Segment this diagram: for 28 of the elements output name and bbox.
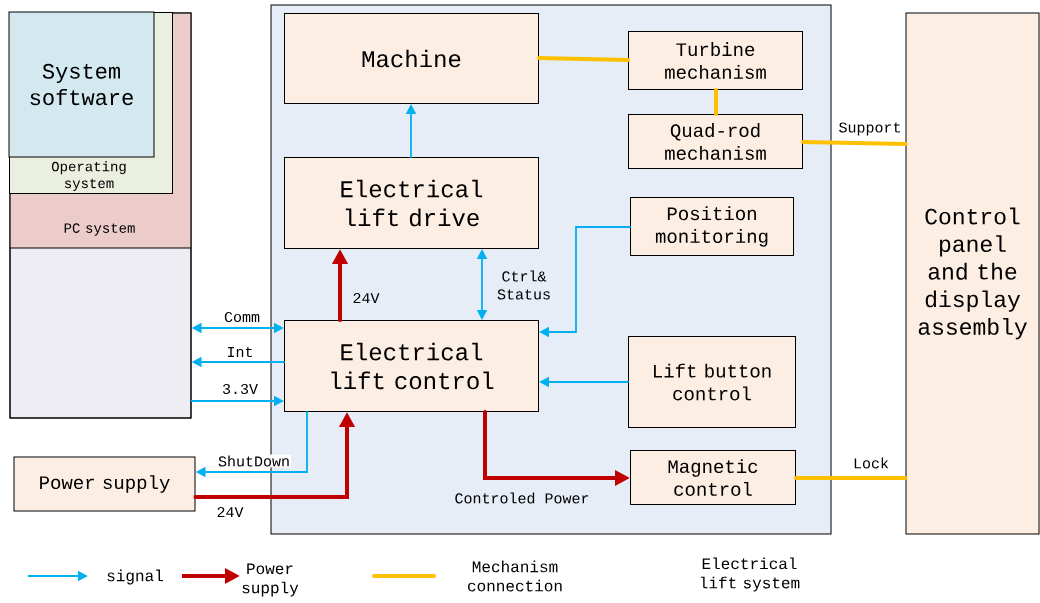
process-box: Lift button control [628, 336, 796, 428]
edge-label: 24V [215, 506, 245, 518]
edge-label: 3.3V [221, 382, 259, 396]
process-box: Electrical lift control [284, 320, 539, 412]
connector-line [801, 140, 908, 146]
edge-label: ShutDown [217, 454, 291, 468]
software-box: System software [8, 11, 155, 158]
legend-label: Power supply [242, 563, 299, 597]
process-box: Position monitoring [630, 197, 794, 256]
panel-box: Control panel and the display assembly [905, 12, 1040, 535]
box-heading: Electrical lift system [700, 557, 800, 592]
process-box: Magnetic control [630, 450, 796, 505]
process-box: Turbine mechanism [628, 31, 803, 90]
process-box: Electrical lift drive [284, 157, 539, 249]
edge-label: Controled Power [453, 491, 591, 505]
process-box: Machine [284, 13, 539, 104]
edge-label: Ctrl& Status [493, 269, 555, 301]
connector-line [714, 88, 718, 116]
legend-label: Mechanism connection [468, 560, 562, 592]
connector-line [794, 476, 908, 480]
process-box: Power supply [13, 456, 196, 512]
edge-label: Comm [223, 310, 261, 324]
edge-label: Lock [852, 456, 890, 470]
connector-line [537, 56, 630, 62]
edge-label: Support [837, 121, 903, 137]
process-box: Quad-rod mechanism [628, 114, 803, 169]
edge-label: Int [225, 345, 255, 359]
legend-label: signal [107, 569, 163, 585]
